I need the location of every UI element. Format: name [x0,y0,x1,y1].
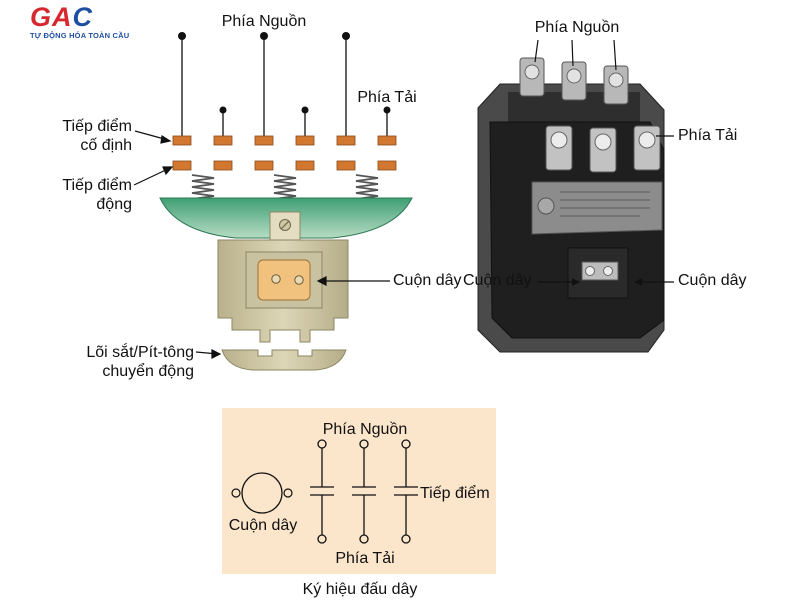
source-terminal-screws [524,64,624,88]
coil-screw-left [271,274,281,284]
photo-coil-arrowhead-right [634,278,642,286]
photo-leaders [534,39,674,283]
logo-wordmark: GAC [30,2,94,32]
photo-coil-arrowhead-left [572,278,580,286]
source-terminal-lines [181,36,347,136]
cutaway-load-side-label: Phía Tải [357,89,417,106]
symbol-caption: Ký hiệu đấu dây [302,581,418,598]
source-terminal-dots [178,32,350,40]
coil-symbol-circle [241,472,283,514]
plunger-label-line2: chuyển động [102,363,194,380]
fixed-contacts [172,135,397,146]
symbol-coil-label: Cuộn dây [228,517,298,534]
moving-contact-label-line2: động [96,196,132,213]
coil-screw-right [294,275,304,285]
load-terminal-dots [219,106,391,114]
wiring-symbol-panel [222,408,496,574]
photo-coil-label-right: Cuộn dây [678,272,747,289]
cutaway-source-side-label: Phía Nguồn [221,13,307,30]
photo-coil-label-left: Cuộn dây [463,272,532,289]
fixed-contact-label-line1: Tiếp điểm [62,118,132,135]
coil-symbol-terminal-right [283,488,293,498]
load-terminal-lines [222,110,388,136]
photo-load-side-label: Phía Tải [678,127,738,144]
springs [191,174,379,200]
moving-contacts [172,160,397,171]
company-logo: GAC TỰ ĐỘNG HÓA TOÀN CẦU [30,3,150,43]
fixed-contact-label-line2: cố định [80,137,132,154]
cutaway-leaders [133,130,390,359]
plunger-label-line1: Lõi sắt/Pít-tông [86,344,194,361]
brand-emblem [537,197,555,215]
coil [257,259,311,301]
symbol-load-side-label: Phía Tải [335,550,395,567]
symbol-contact-label: Tiếp điểm [420,485,490,502]
load-terminal-screws [550,131,656,151]
photo-source-side-label: Phía Nguồn [534,19,620,36]
coil-symbol-terminal-left [231,488,241,498]
plunger-core [221,349,347,371]
symbol-source-side-label: Phía Nguồn [322,421,408,438]
logo-tagline: TỰ ĐỘNG HÓA TOÀN CẦU [30,31,130,40]
contact-symbol-poles [310,439,418,544]
moving-contact-label-line1: Tiếp điểm [62,177,132,194]
cutaway-coil-label: Cuộn dây [393,272,462,289]
